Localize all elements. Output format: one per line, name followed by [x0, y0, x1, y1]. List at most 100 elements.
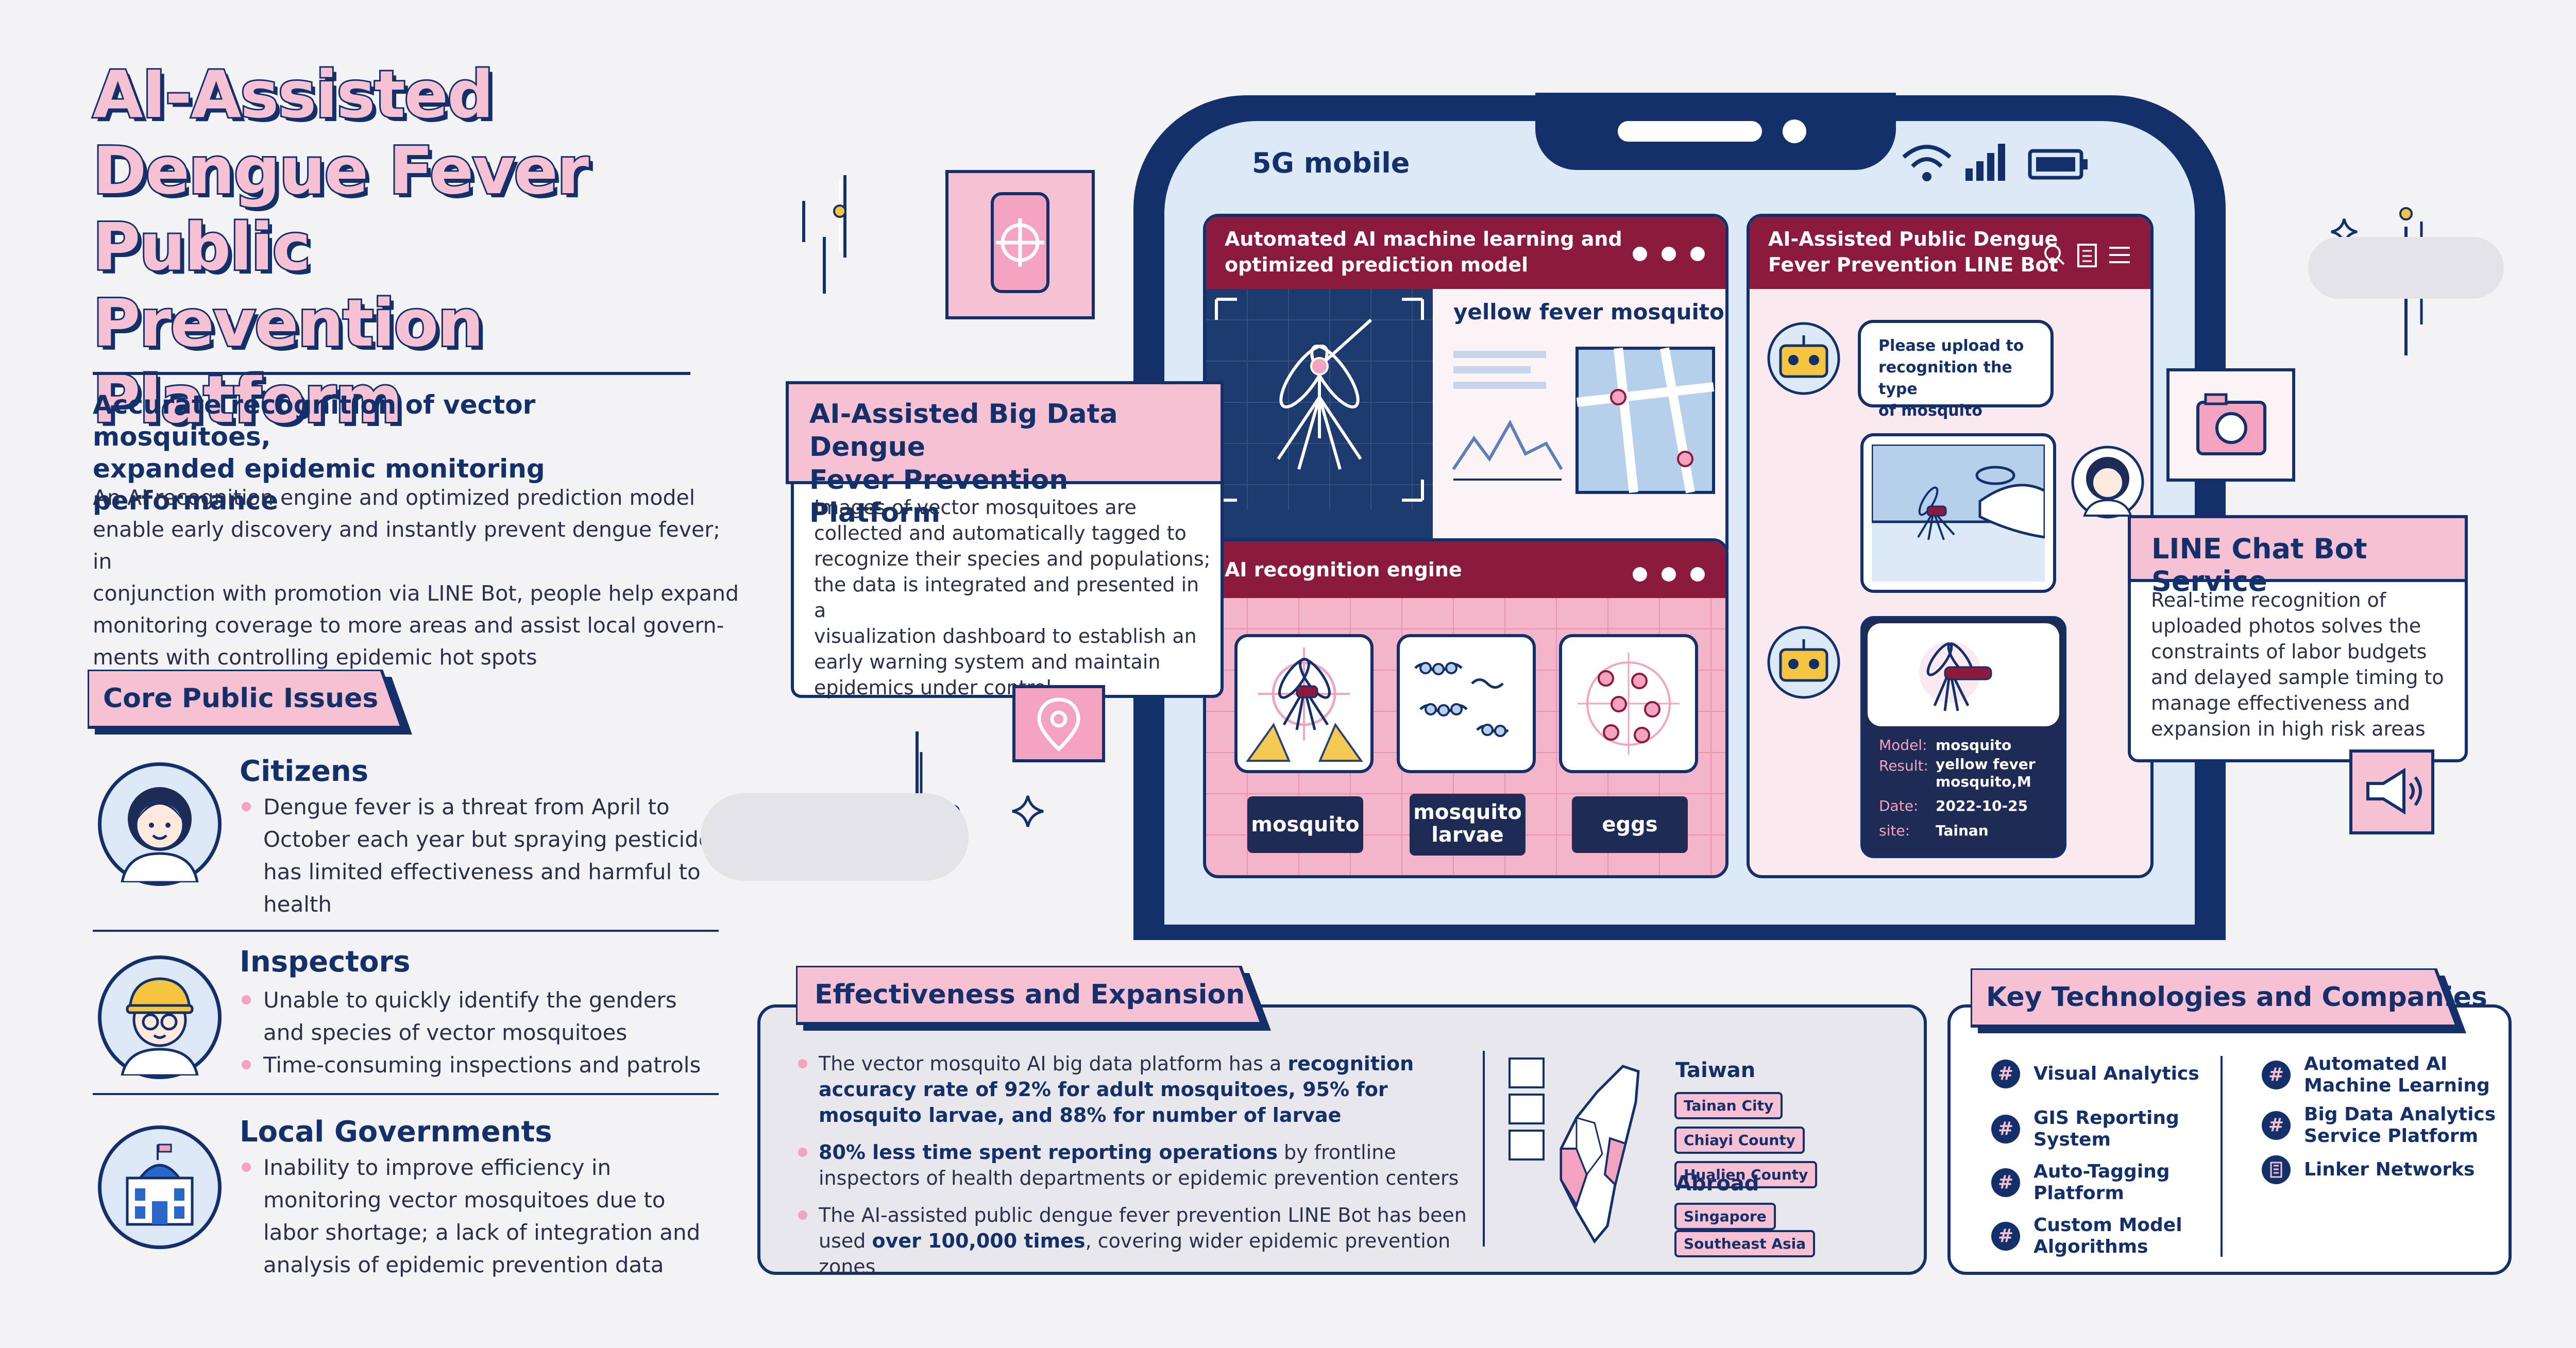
document-icon[interactable] — [2077, 244, 2097, 267]
taiwan-label: Taiwan — [1675, 1059, 1756, 1082]
abroad-label: Abroad — [1675, 1172, 1759, 1196]
location-pin-icon — [1012, 685, 1105, 762]
government-building-icon — [98, 1125, 222, 1249]
eggs-card[interactable] — [1559, 634, 1698, 773]
header-icons — [2044, 244, 2130, 267]
body-line: uploaded photos solves the — [2151, 615, 2421, 637]
intro-line: enable early discovery and instantly pre… — [93, 517, 720, 574]
mosquito-card[interactable] — [1234, 634, 1374, 773]
speaker — [1618, 121, 1762, 142]
list-item: The AI-assisted public dengue fever prev… — [796, 1202, 1476, 1279]
abroad-places: SingaporeSoutheast Asia — [1674, 1203, 1901, 1257]
building-icon — [2262, 1155, 2291, 1184]
governments-title: Local Governments — [240, 1115, 552, 1149]
line-service-body: Real-time recognition of uploaded photos… — [2151, 587, 2450, 742]
taiwan-map — [1509, 1057, 1640, 1244]
divider — [1483, 1051, 1485, 1247]
intro-line: monitoring coverage to more areas and as… — [93, 613, 724, 638]
title-line: Public Prevention — [91, 208, 485, 363]
panel-title-line: Automated AI machine learning and — [1225, 228, 1622, 250]
panel-menu-dots[interactable] — [1618, 562, 1705, 588]
governments-list: Inability to improve efficiency in monit… — [240, 1151, 724, 1281]
panel-title-line: optimized prediction model — [1225, 253, 1529, 276]
chip-larvae[interactable]: mosquito larvae — [1410, 794, 1526, 856]
hash-icon: # — [1991, 1168, 2020, 1197]
panel-title-line: AI-Assisted Public Dengue — [1768, 228, 2058, 250]
divider — [93, 372, 690, 375]
body-line: the data is integrated and presented in … — [814, 573, 1199, 622]
list-item: Time-consuming inspections and patrols — [240, 1049, 724, 1081]
citizen-avatar-icon — [98, 762, 222, 886]
result-value: 2022-10-25 — [1936, 797, 2028, 814]
key-tech-panel — [1947, 1004, 2512, 1275]
taiwan-places: Tainan CityChiayi CountyHualien County — [1674, 1092, 1901, 1196]
menu-icon[interactable] — [2109, 247, 2130, 263]
result-value: Tainan — [1936, 822, 1989, 839]
body-line: constraints of labor budgets — [2151, 640, 2427, 663]
cloud-shape — [701, 793, 969, 881]
chip-line: mosquito — [1413, 800, 1522, 824]
divider — [93, 1093, 719, 1095]
panel-menu-dots[interactable] — [1618, 242, 1705, 267]
panel-title-line: Fever Prevention LINE Bot — [1768, 253, 2058, 276]
bubble-line: of mosquito — [1878, 402, 1982, 420]
inspectors-list: Unable to quickly identify the genders a… — [240, 984, 724, 1081]
body-line: epidemics under control — [814, 676, 1052, 699]
hash-icon: # — [1991, 1115, 2020, 1144]
panel-header: AI recognition engine — [1206, 541, 1725, 598]
uploaded-photo[interactable] — [1860, 433, 2056, 593]
target-icon — [945, 170, 1095, 319]
subheading-line: Accurate recognition of vector mosquitoe… — [93, 390, 536, 452]
chip-mosquito[interactable]: mosquito — [1247, 796, 1363, 853]
body-line: recognize their species and populations; — [814, 548, 1211, 570]
result-card: Model:mosquito Result:yellow fever mosqu… — [1860, 616, 2066, 858]
panel-title: AI recognition engine — [1225, 558, 1462, 581]
user-avatar-icon — [2071, 446, 2144, 519]
inspector-avatar-icon — [98, 955, 222, 1079]
place-tag: Singapore — [1674, 1203, 1776, 1230]
hash-icon: # — [1991, 1222, 2020, 1251]
decor-lines — [802, 175, 846, 294]
chip-line: larvae — [1431, 823, 1504, 847]
engine-panel: AI recognition engine — [1203, 538, 1728, 878]
result-image — [1868, 623, 2059, 726]
citizens-title: Citizens — [240, 755, 369, 788]
inspectors-title: Inspectors — [240, 945, 411, 979]
callout-title-line: AI-Assisted Big Data Dengue — [809, 399, 1118, 463]
divider — [93, 930, 719, 932]
ml-panel: Automated AI machine learning and optimi… — [1203, 214, 1728, 564]
bot-bubble: Please upload to recognition the type of… — [1858, 320, 2054, 420]
subheading: Accurate recognition of vector mosquitoe… — [93, 389, 711, 517]
result-key: Model: — [1879, 737, 1927, 754]
chip-eggs[interactable]: eggs — [1572, 796, 1688, 853]
divider — [2221, 1056, 2223, 1257]
battery-icon — [2028, 149, 2088, 180]
place-tag: Chiayi County — [1674, 1127, 1805, 1154]
hash-icon: # — [1991, 1060, 2020, 1088]
subheading-line: expanded epidemic monitoring performance — [93, 454, 545, 516]
search-icon[interactable] — [2044, 245, 2065, 265]
status-icons — [1902, 144, 2088, 181]
panel-header: Automated AI machine learning and optimi… — [1206, 217, 1725, 289]
result-rows: Model:mosquito Result:yellow fever mosqu… — [1879, 735, 2059, 841]
body-line: Real-time recognition of — [2151, 589, 2386, 611]
larvae-card[interactable] — [1397, 634, 1536, 773]
body-line: manage effectiveness and — [2151, 692, 2411, 714]
body-line: and delayed sample timing to — [2151, 666, 2444, 689]
citizens-list: Dengue fever is a threat from April to O… — [240, 791, 724, 920]
page-title: AI-Assisted Dengue Fever Public Preventi… — [91, 55, 711, 439]
bubble-line: recognition the type — [1878, 359, 2012, 398]
robot-icon — [1767, 322, 1840, 395]
list-item: 80% less time spent reporting operations… — [796, 1139, 1476, 1191]
bubble-line: Please upload to — [1878, 337, 2024, 355]
mosquito-scan-image — [1206, 289, 1433, 561]
body-line: early warning system and maintain — [814, 651, 1161, 673]
body-line: collected and automatically tagged to — [814, 522, 1187, 544]
list-item: Unable to quickly identify the genders a… — [240, 984, 724, 1049]
body-line: visualization dashboard to establish an — [814, 625, 1197, 647]
line-service-title: LINE Chat Bot Service — [2128, 515, 2468, 598]
hash-icon: # — [2262, 1111, 2291, 1140]
tag-shape — [1971, 968, 2466, 1033]
